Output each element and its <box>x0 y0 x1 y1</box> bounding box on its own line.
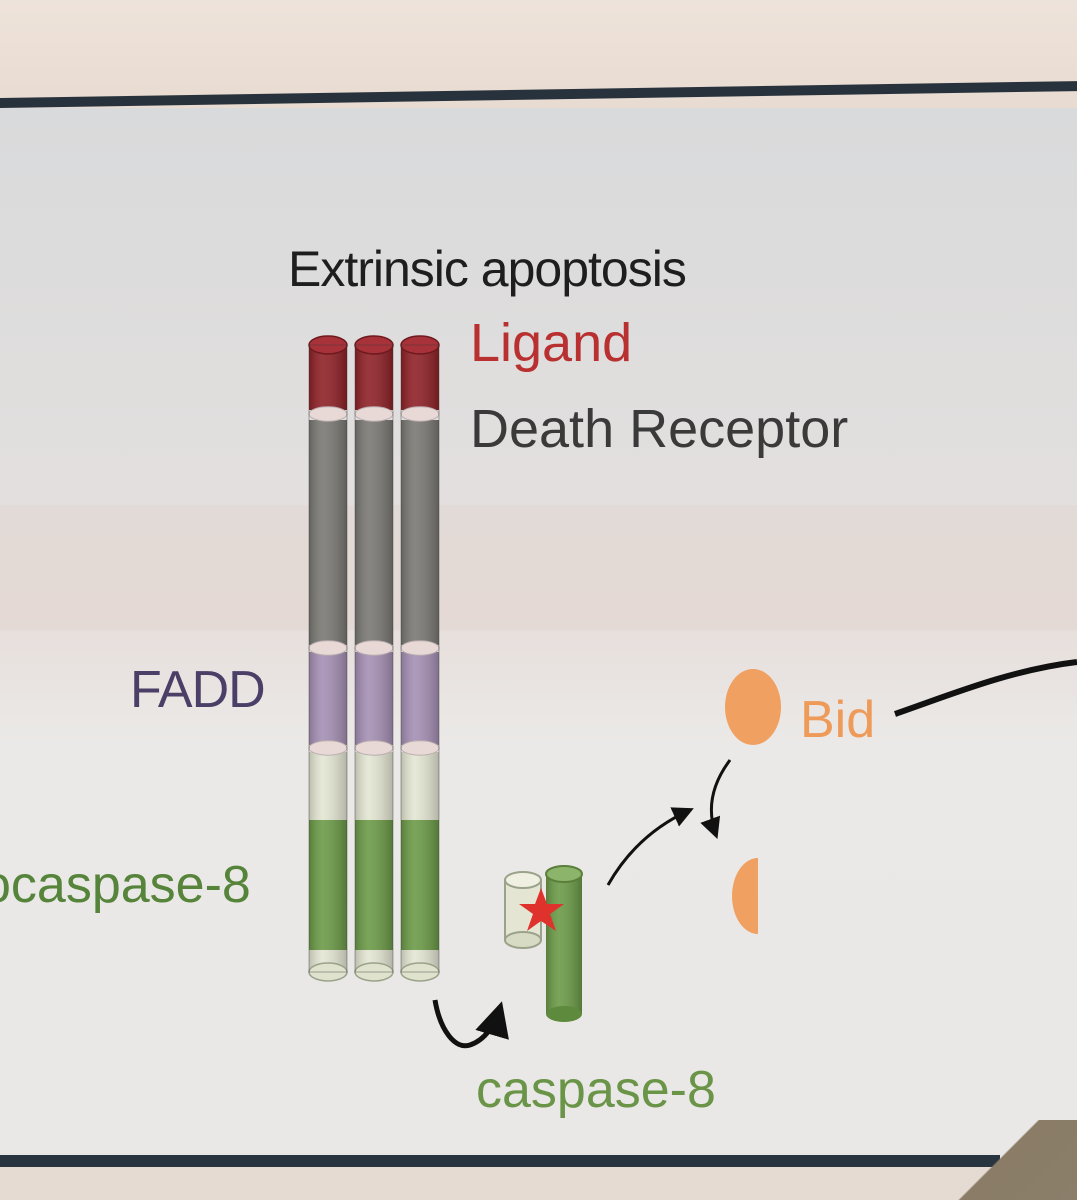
active-caspase-8 <box>504 865 583 1022</box>
procaspase-prodomain-shading-1 <box>309 752 347 820</box>
cleavage-arrow <box>432 999 509 1049</box>
column-base-2 <box>354 962 394 982</box>
ligand-cap-2 <box>354 335 394 355</box>
domain-separator-1-2 <box>308 640 348 656</box>
bid-protein <box>725 669 781 745</box>
bid-cleavage-arrow <box>700 759 732 839</box>
fadd-shading-3 <box>401 652 439 745</box>
ligand-cap-1 <box>308 335 348 355</box>
column-outline-3 <box>400 344 440 973</box>
ligand-shading-3 <box>401 345 439 410</box>
procaspase-prodomain-shading-2 <box>355 752 393 820</box>
bottom-border-rule <box>0 1155 1000 1167</box>
column-outline-1 <box>308 344 348 973</box>
receptor-complex <box>308 335 440 982</box>
death-receptor-shading-2 <box>355 420 393 645</box>
caspase-8-label: caspase-8 <box>476 1061 716 1119</box>
procaspase-8-label: ocaspase-8 <box>0 856 251 914</box>
caspase-subunit-cap <box>545 865 583 883</box>
death-receptor-shading-3 <box>401 420 439 645</box>
figure-panel <box>0 108 1077 1168</box>
fadd-shading-1 <box>309 652 347 745</box>
caspase-prodomain-cap <box>504 871 542 889</box>
procaspase-prodomain-shading-3 <box>401 752 439 820</box>
shaded-band <box>0 505 1077 630</box>
ligand-label: Ligand <box>470 313 633 373</box>
domain-separator-3-3 <box>400 740 440 756</box>
procaspase-body-shading-3 <box>401 820 439 950</box>
activation-star <box>519 888 564 931</box>
fadd-label: FADD <box>130 661 266 719</box>
fadd-shading-2 <box>355 652 393 745</box>
bid-connector-line <box>894 659 1077 717</box>
ligand-shading-1 <box>309 345 347 410</box>
domain-separator-2-1 <box>354 406 394 422</box>
activation-arrow <box>606 807 694 886</box>
domain-separator-1-1 <box>308 406 348 422</box>
bid-label: Bid <box>800 691 876 749</box>
column-base-3 <box>400 962 440 982</box>
domain-separator-1-3 <box>308 740 348 756</box>
domain-separator-2-3 <box>354 740 394 756</box>
domain-separator-3-2 <box>400 640 440 656</box>
truncated-bid <box>732 858 758 934</box>
column-base-1 <box>308 962 348 982</box>
domain-separator-2-2 <box>354 640 394 656</box>
death-receptor-shading-1 <box>309 420 347 645</box>
column-outline-2 <box>354 344 394 973</box>
procaspase-body-shading-2 <box>355 820 393 950</box>
page-background-bottom <box>0 1167 1077 1200</box>
ligand-cap-3 <box>400 335 440 355</box>
procaspase-body-shading-1 <box>309 820 347 950</box>
ligand-shading-2 <box>355 345 393 410</box>
page-corner <box>940 1120 1077 1200</box>
domain-separator-3-1 <box>400 406 440 422</box>
diagram-title: Extrinsic apoptosis <box>288 241 687 297</box>
death-receptor-label: Death Receptor <box>470 399 849 459</box>
